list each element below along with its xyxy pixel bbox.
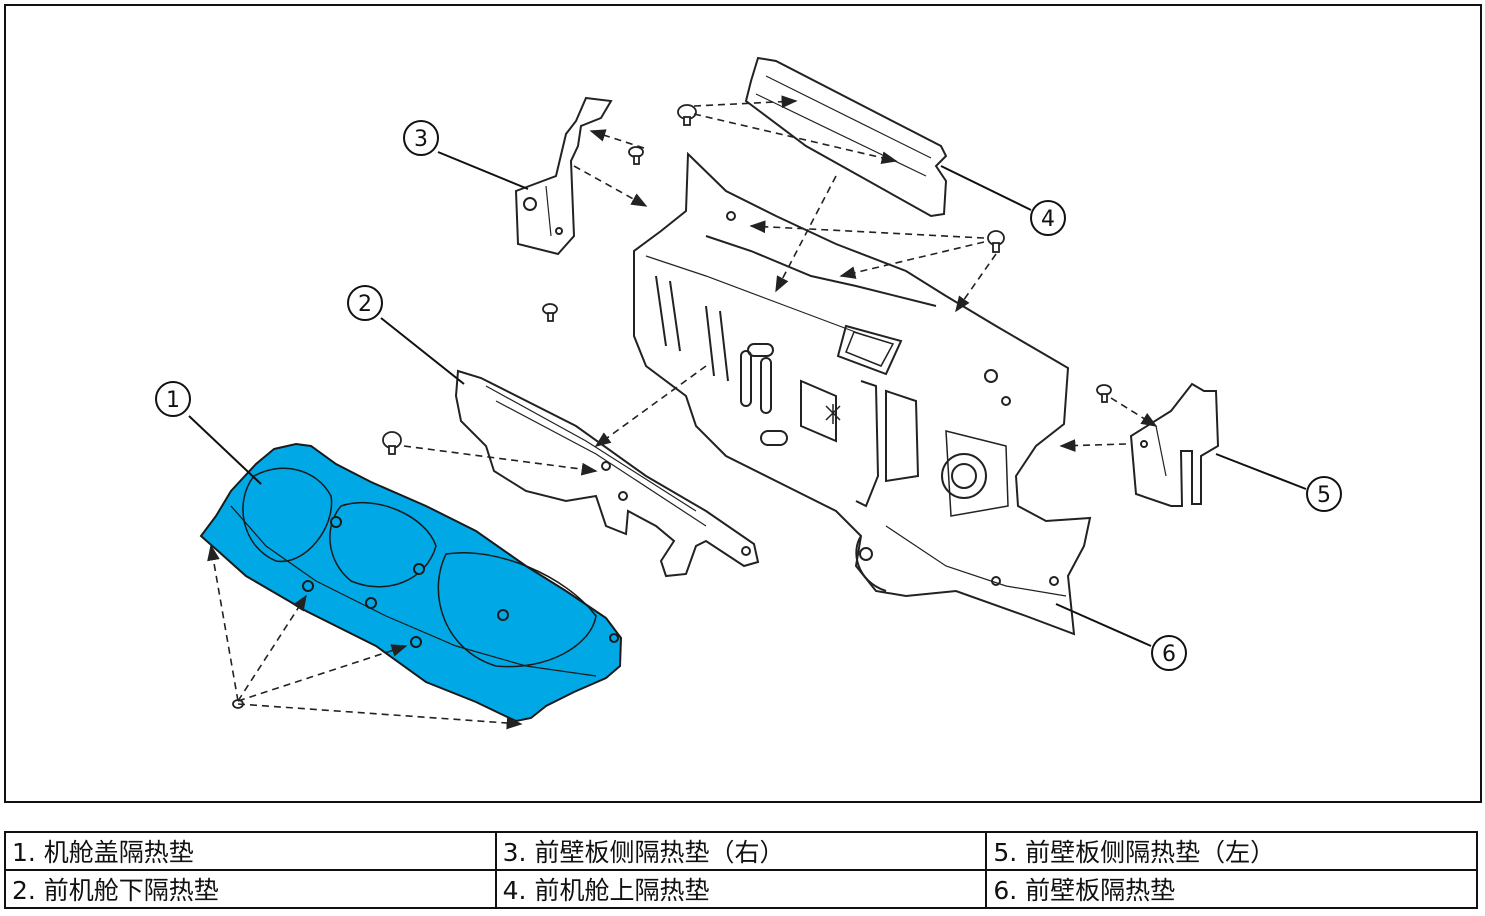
callout-2: 2 xyxy=(347,285,383,321)
callout-3: 3 xyxy=(403,120,439,156)
legend-row: 1. 机舱盖隔热垫 3. 前壁板侧隔热垫（右） 5. 前壁板侧隔热垫（左） xyxy=(4,831,1478,871)
diagram-canvas: 1 2 3 4 5 6 xyxy=(155,56,1342,730)
callout-6: 6 xyxy=(1151,635,1187,671)
legend-item-1: 1. 机舱盖隔热垫 xyxy=(4,831,497,871)
legend-item-2: 2. 前机舱下隔热垫 xyxy=(4,869,497,909)
callout-number: 4 xyxy=(1041,207,1055,232)
legend-item-6: 6. 前壁板隔热垫 xyxy=(985,869,1478,909)
legend-item-4: 4. 前机舱上隔热垫 xyxy=(494,869,988,909)
right-side-insulator xyxy=(514,96,613,256)
callout-number: 3 xyxy=(414,127,428,152)
clip-icon xyxy=(1096,384,1112,403)
callout-5: 5 xyxy=(1306,476,1342,512)
fastener-clips xyxy=(232,104,1112,709)
clip-icon xyxy=(542,303,558,322)
callout-1: 1 xyxy=(155,381,191,417)
clip-icon xyxy=(677,104,697,126)
legend-item-5: 5. 前壁板侧隔热垫（左） xyxy=(985,831,1478,871)
hood-insulator xyxy=(199,442,623,723)
callout-number: 6 xyxy=(1162,642,1176,667)
parts-legend: 1. 机舱盖隔热垫 3. 前壁板侧隔热垫（右） 5. 前壁板侧隔热垫（左） 2.… xyxy=(4,831,1478,909)
clip-icon xyxy=(628,146,644,165)
exploded-diagram: 1 2 3 4 5 6 xyxy=(4,4,1482,803)
assembly-lines xyxy=(207,95,1158,730)
firewall-panel xyxy=(633,151,1092,636)
callout-number: 5 xyxy=(1317,483,1331,508)
legend-row: 2. 前机舱下隔热垫 4. 前机舱上隔热垫 6. 前壁板隔热垫 xyxy=(4,869,1478,909)
leader-lines xyxy=(188,151,1307,647)
legend-item-3: 3. 前壁板侧隔热垫（右） xyxy=(494,831,988,871)
callout-number: 1 xyxy=(166,388,180,413)
left-side-insulator xyxy=(1129,382,1220,507)
clip-icon xyxy=(987,230,1005,253)
upper-compartment-insulator xyxy=(744,56,948,218)
clip-icon xyxy=(382,431,402,455)
callout-number: 2 xyxy=(358,292,372,317)
callout-4: 4 xyxy=(1030,200,1066,236)
lower-compartment-insulator xyxy=(454,369,760,578)
